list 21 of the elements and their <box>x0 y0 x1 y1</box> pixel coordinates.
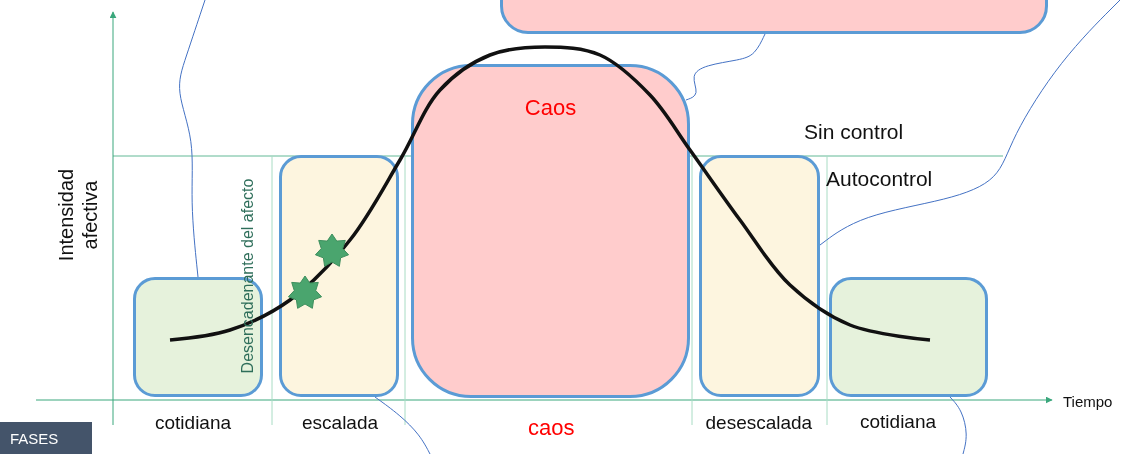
rounded-box <box>699 155 820 397</box>
axis-label: Sin control <box>804 120 904 144</box>
axis-label: Autocontrol <box>826 167 933 191</box>
box-title: Caos <box>523 95 578 121</box>
rounded-box <box>279 155 399 397</box>
leader-line <box>685 33 766 101</box>
rounded-box <box>829 277 988 397</box>
leader-line <box>819 0 1121 246</box>
leader-line <box>179 0 206 278</box>
leader-line <box>949 396 967 454</box>
heading-band: FASES <box>0 422 92 454</box>
trigger-label: Desencadenante del afecto <box>238 178 257 374</box>
leader-line <box>374 396 431 454</box>
phase-label: desescalada <box>705 412 813 434</box>
phase-label: cotidiana <box>860 411 937 433</box>
phase-box <box>411 64 690 398</box>
phase-label: cotidiana <box>155 412 232 434</box>
phase-label: escalada <box>302 412 379 434</box>
phase-label: caos <box>528 415 575 441</box>
axis-title: Intensidad afectiva <box>54 167 102 264</box>
axis-label: Tiempo <box>1063 393 1113 410</box>
